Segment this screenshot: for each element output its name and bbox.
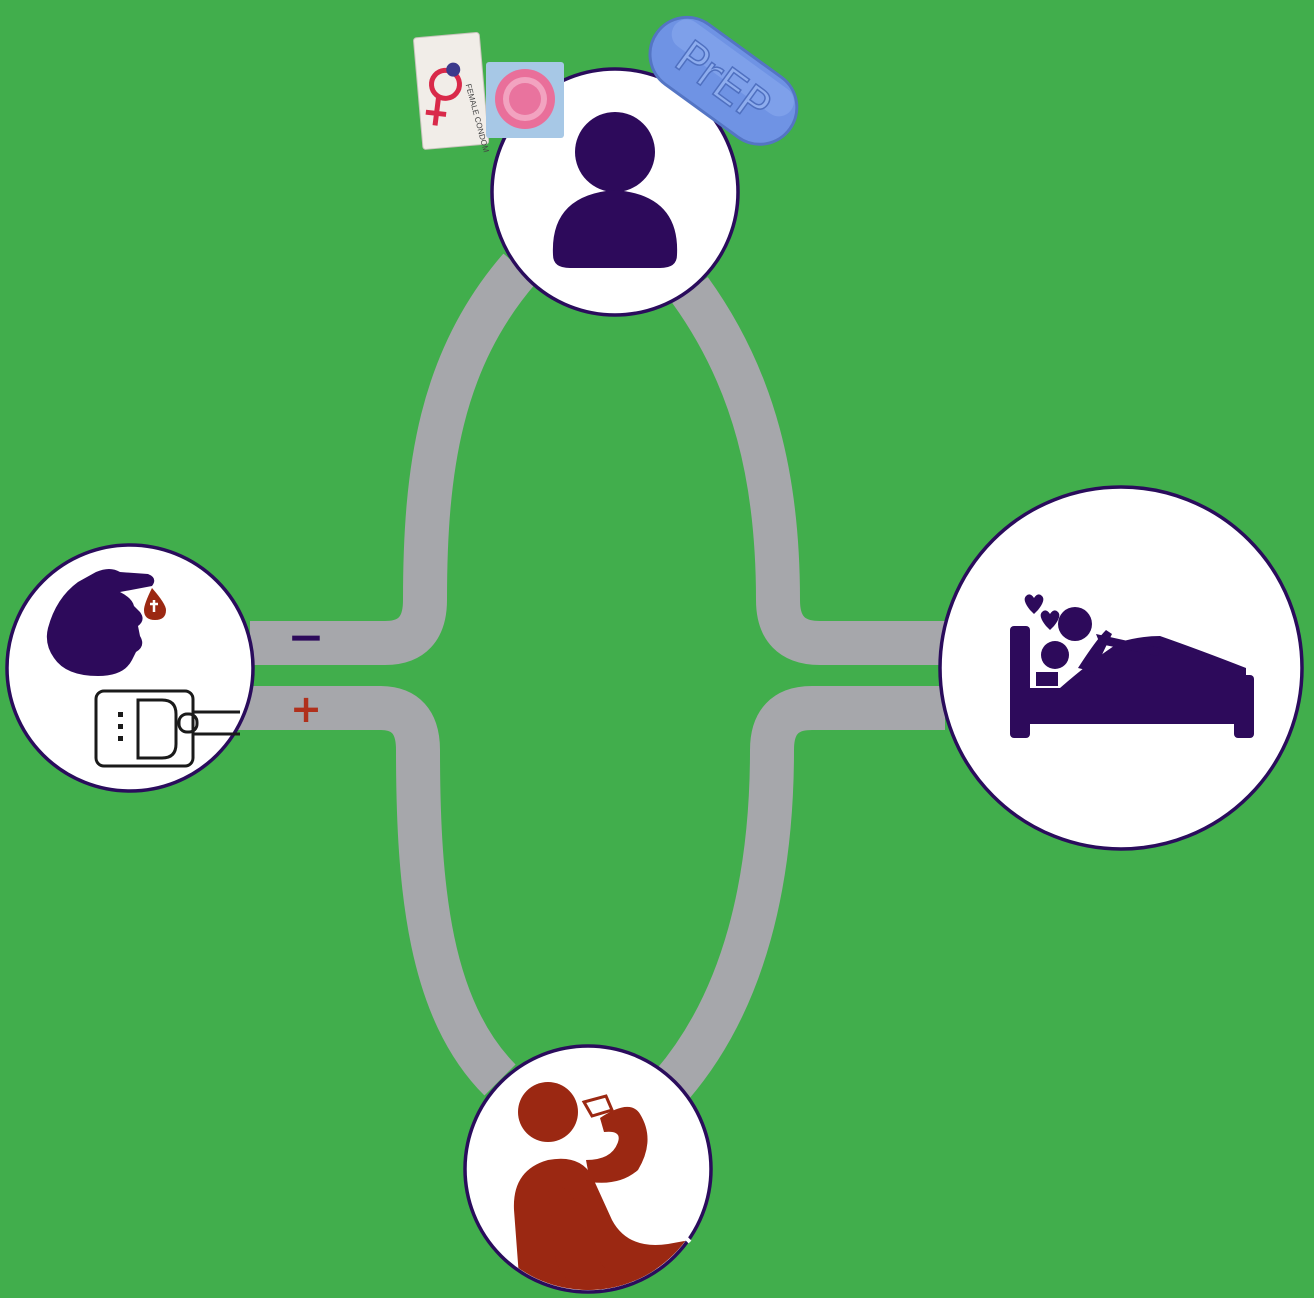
male-condom-icon [486, 62, 564, 138]
blood-test-icon [46, 569, 240, 768]
path-person-to-sex [672, 277, 945, 665]
path-person-to-negative-result [250, 253, 537, 665]
person-icon [552, 112, 678, 268]
path-positive-result-to-drinking [235, 686, 516, 1096]
couple-in-bed-icon [1010, 594, 1254, 738]
female-condom-icon: FEMALE CONDOM [413, 31, 491, 154]
positive-result-sign: + [290, 687, 322, 731]
path-sex-to-drinking [655, 686, 945, 1100]
negative-result-sign: − [288, 612, 325, 663]
